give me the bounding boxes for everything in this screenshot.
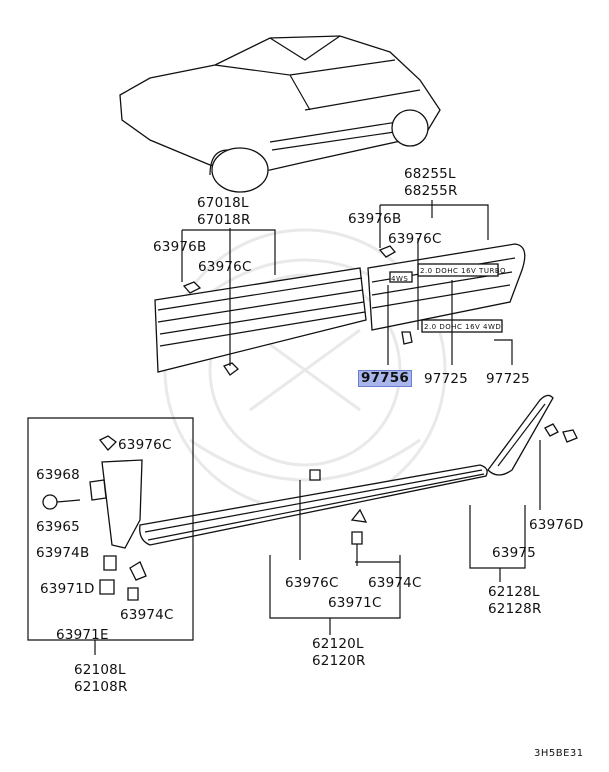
label-63965: 63965 [36, 519, 80, 535]
clip-parts [98, 245, 578, 481]
label-63974c-center: 63974C [368, 575, 422, 591]
label-62120: 62120L 62120R [312, 636, 366, 669]
label-63974b: 63974B [36, 545, 90, 561]
label-67018: 67018L 67018R [197, 195, 251, 228]
label-97756-highlighted[interactable]: 97756 [358, 370, 412, 387]
door-moulding-right [367, 243, 526, 333]
side-sill [139, 464, 488, 566]
emblem-dohc-4wd: 2.0 DOHC 16V 4WD [424, 323, 502, 331]
label-63976b-right: 63976B [348, 211, 402, 227]
label-63976c-center: 63976C [285, 575, 339, 591]
label-63971e: 63971E [56, 627, 109, 643]
rear-garnish [42, 459, 147, 601]
label-63968: 63968 [36, 467, 80, 483]
label-62128: 62128L 62128R [488, 584, 542, 617]
label-63976c-left: 63976C [198, 259, 252, 275]
label-63975: 63975 [492, 545, 536, 561]
leader-lines [27, 200, 541, 655]
label-63976c-right: 63976C [388, 231, 442, 247]
label-63976c-box: 63976C [118, 437, 172, 453]
diagram-code: 3H5BE31 [534, 748, 584, 759]
label-63971c: 63971C [328, 595, 382, 611]
label-68255: 68255L 68255R [404, 166, 458, 199]
label-97725-a: 97725 [424, 371, 468, 387]
front-garnish [487, 394, 554, 476]
label-63976d: 63976D [529, 517, 584, 533]
emblem-4ws: 4WS [391, 275, 409, 283]
emblem-dohc-turbo: 2.0 DOHC 16V TURBO [420, 267, 507, 275]
label-97725-b: 97725 [486, 371, 530, 387]
label-63976b-left: 63976B [153, 239, 207, 255]
label-62108: 62108L 62108R [74, 662, 128, 695]
car-outline [119, 35, 441, 193]
label-63974c-left: 63974C [120, 607, 174, 623]
label-63971d: 63971D [40, 581, 95, 597]
door-moulding-left [154, 267, 367, 373]
